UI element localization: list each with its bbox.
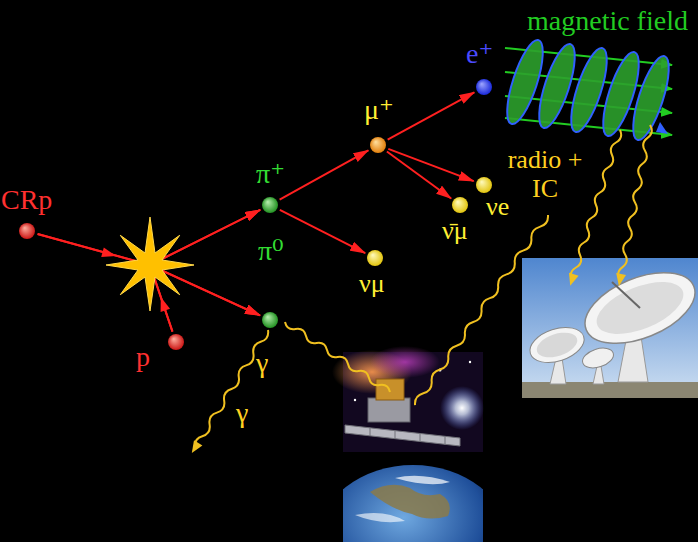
helix-arrow	[656, 122, 668, 134]
particle-ball	[262, 312, 278, 328]
particle-label: p	[136, 342, 150, 371]
particle-ball	[262, 312, 278, 328]
particle-label: e⁺	[466, 39, 493, 68]
particle-ball	[476, 79, 492, 95]
particle-label: μ⁺	[364, 95, 394, 124]
satellite	[345, 379, 460, 446]
decay-arrow	[280, 210, 365, 253]
particle-ball	[476, 79, 492, 95]
decay-arrow	[388, 149, 473, 181]
particle-label: CRp	[1, 185, 52, 214]
particle-ball	[476, 177, 492, 193]
particle-ball	[262, 197, 278, 213]
particle-label: νe	[486, 193, 509, 220]
decay-arrow	[150, 265, 260, 332]
decay-arrow	[388, 92, 475, 139]
particle: π⁺	[262, 197, 278, 213]
incoming-arrowhead	[101, 248, 116, 258]
particle-ball	[168, 334, 184, 350]
radio-telescope-picture	[522, 258, 698, 398]
particle-ball	[367, 250, 383, 266]
photon-label: γ	[236, 398, 248, 429]
particle-label: π⁰	[258, 236, 283, 265]
particle-ball	[168, 334, 184, 350]
particle-ball	[19, 223, 35, 239]
particle-label: νμ	[359, 270, 385, 297]
particle: e⁺	[476, 79, 492, 95]
particle: CRp	[19, 223, 35, 239]
decay-arrow	[150, 210, 260, 332]
particle-label: π⁺	[256, 159, 285, 188]
collision-star	[106, 217, 194, 311]
radiation-label: radio + IC	[495, 146, 595, 203]
particle: ν̄μ	[452, 197, 468, 213]
photon-arrowheads	[192, 273, 626, 453]
earth-picture	[343, 455, 483, 542]
helix-orbit	[500, 36, 676, 143]
decay-arrow	[387, 151, 451, 198]
particle-ball	[262, 197, 278, 213]
particle: μ⁺	[370, 137, 386, 153]
particle-ball	[370, 137, 386, 153]
field-label: magnetic field	[527, 6, 688, 37]
particle-ball	[367, 250, 383, 266]
incoming-arrowhead	[161, 297, 170, 312]
particle: νμ	[367, 250, 383, 266]
particle-ball	[452, 197, 468, 213]
photon-waves	[195, 125, 652, 448]
particle-ball	[370, 137, 386, 153]
particle-ball	[476, 177, 492, 193]
space-picture	[332, 346, 484, 452]
photon-label: γ	[256, 348, 268, 379]
particle: p	[168, 334, 184, 350]
particle: νe	[476, 177, 492, 193]
particle-label: ν̄μ	[442, 217, 468, 244]
particle-ball	[452, 197, 468, 213]
decay-arrow	[280, 150, 369, 199]
particle-ball	[19, 223, 35, 239]
particle: π⁰	[262, 312, 278, 328]
